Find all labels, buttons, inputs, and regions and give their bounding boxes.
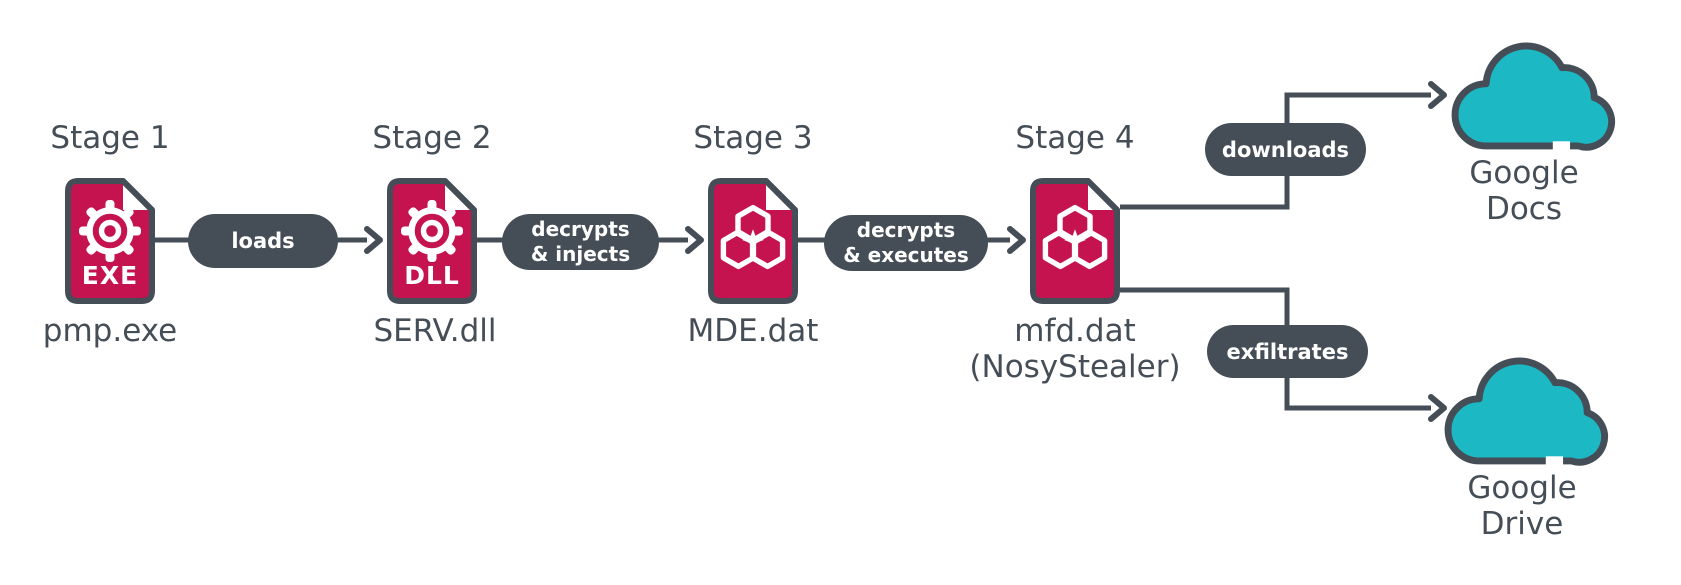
arrowhead-icon bbox=[1010, 229, 1023, 251]
google-docs-cloud-icon bbox=[1455, 46, 1612, 151]
cloud-label-line: Google bbox=[1469, 155, 1579, 191]
arrowhead-icon bbox=[688, 229, 701, 251]
exfiltrates-pill: exfiltrates bbox=[1207, 325, 1368, 378]
arrowhead-icon bbox=[1431, 84, 1444, 106]
stage-2-label: Stage 2 bbox=[372, 120, 492, 156]
stage-4-label: Stage 4 bbox=[1015, 120, 1135, 156]
pill-line: decrypts bbox=[531, 217, 630, 241]
downloads-pill: downloads bbox=[1205, 123, 1366, 176]
stage-3-filename: MDE.dat bbox=[687, 313, 819, 349]
google-docs-label: Google Docs bbox=[1404, 155, 1644, 227]
exe-badge: EXE bbox=[81, 261, 139, 290]
loads-pill: loads bbox=[188, 214, 338, 268]
stage-4-filename-note: (NosyStealer) bbox=[969, 349, 1181, 385]
google-drive-label: Google Drive bbox=[1402, 470, 1642, 542]
cloud-label-line: Drive bbox=[1480, 506, 1564, 542]
cloud-label-line: Google bbox=[1467, 470, 1577, 506]
pill-line: decrypts bbox=[856, 218, 956, 242]
arrowhead-icon bbox=[1431, 397, 1444, 419]
stage-3-label: Stage 3 bbox=[693, 120, 813, 156]
stage-1-filename: pmp.exe bbox=[42, 313, 178, 349]
cloud-label-line: Docs bbox=[1485, 191, 1563, 227]
pill-line: & executes bbox=[843, 243, 969, 267]
stage-4-filename: mfd.dat bbox=[1014, 313, 1136, 349]
decrypts-injects-pill: decrypts & injects bbox=[502, 214, 659, 270]
stage-1-label: Stage 1 bbox=[50, 120, 170, 156]
google-drive-cloud-icon bbox=[1448, 361, 1605, 466]
arrowhead-icon bbox=[367, 229, 380, 251]
pill-line: & injects bbox=[530, 242, 631, 266]
dll-badge: DLL bbox=[404, 261, 460, 290]
stage-2-filename: SERV.dll bbox=[373, 313, 497, 349]
decrypts-executes-pill: decrypts & executes bbox=[824, 215, 988, 271]
